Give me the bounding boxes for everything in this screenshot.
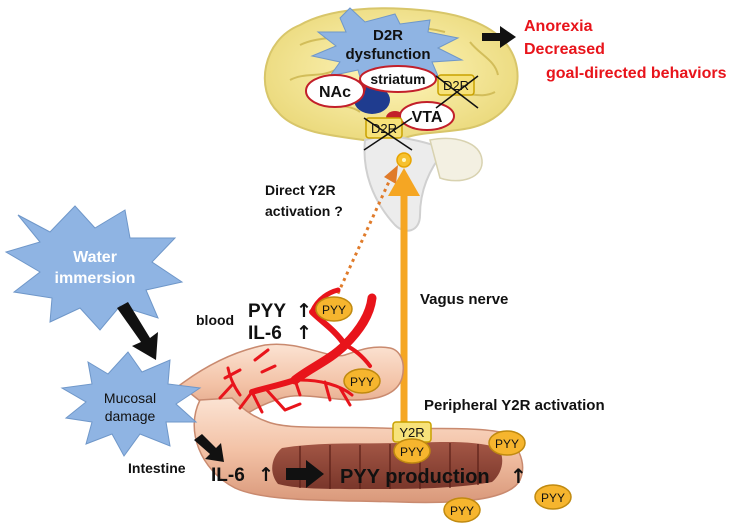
pyy-pill-blood: PYY [315, 296, 353, 322]
mucosal-damage-line2: damage [105, 408, 156, 424]
pyy-pill-free-3: PYY [443, 497, 481, 523]
direct-activation-arrow [333, 174, 394, 301]
water-immersion-burst [4, 205, 184, 331]
intestine-illustration [178, 343, 524, 504]
il6-to-pyy-arrow [286, 460, 324, 488]
immersion-to-damage-arrow [117, 302, 158, 360]
outcome-anorexia: Anorexia [524, 18, 593, 35]
d2r-dysfunction-line1: D2R [373, 27, 403, 44]
pyy-pill-free-1: PYY [488, 430, 526, 456]
direct-y2r-line2: activation ? [265, 203, 343, 219]
d2r-receptor-crossed-vta: D2R [363, 117, 413, 151]
y2r-receptor: Y2R [392, 421, 432, 443]
vta-oval [399, 101, 455, 131]
pyy-pill-label: PYY [400, 445, 424, 459]
water-immersion-line1: Water [73, 249, 117, 266]
gut-il6-label: IL-6 [211, 465, 245, 486]
pyy-pill-label: PYY [495, 437, 519, 451]
pyy-pill-bound: PYY [393, 438, 431, 464]
peripheral-y2r-label: Peripheral Y2R activation [424, 397, 605, 414]
mucosal-damage-burst [60, 351, 202, 457]
pyy-pill-free-2: PYY [534, 484, 572, 510]
outcome-decreased: Decreased [524, 41, 605, 58]
blood-pyy-up-arrow: ↑ [296, 300, 312, 322]
nac-oval [305, 74, 365, 108]
pyy-pill-gut: PYY [343, 368, 381, 394]
damage-to-il6-arrow [194, 434, 224, 462]
mucosal-damage-line1: Mucosal [104, 390, 156, 406]
vta-label: VTA [412, 109, 443, 126]
blood-vessels [218, 287, 377, 414]
d2r-dysfunction-line2: dysfunction [346, 46, 431, 63]
outcome-goal-directed: goal-directed behaviors [546, 65, 727, 82]
outcome-arrow [482, 26, 516, 48]
d2r-badge-label-1: D2R [443, 78, 469, 93]
direct-y2r-line1: Direct Y2R [265, 182, 336, 198]
intestine-label: Intestine [128, 460, 186, 476]
nac-label: NAc [319, 84, 351, 101]
blood-label: blood [196, 312, 234, 328]
vagus-nerve-label: Vagus nerve [420, 291, 508, 308]
pyy-pill-label: PYY [322, 303, 346, 317]
y2r-receptor-label: Y2R [399, 425, 424, 440]
pyy-pill-label: PYY [541, 491, 565, 505]
striatum-label: striatum [370, 71, 425, 87]
water-immersion-line2: immersion [55, 270, 136, 287]
pyy-production-label: PYY production [340, 466, 490, 488]
pyy-production-up-arrow: ↑ [510, 464, 527, 488]
pyy-pill-label: PYY [450, 504, 474, 518]
gut-il6-up-arrow: ↑ [258, 464, 274, 486]
pyy-pill-label: PYY [350, 375, 374, 389]
blood-il6-label: IL-6 [248, 323, 282, 344]
d2r-receptor-crossed-striatum: D2R [435, 74, 479, 109]
striatum-oval [359, 65, 437, 93]
d2r-badge-label-2: D2R [371, 121, 397, 136]
blood-il6-up-arrow: ↑ [296, 322, 312, 344]
blood-pyy-label: PYY [248, 301, 286, 322]
